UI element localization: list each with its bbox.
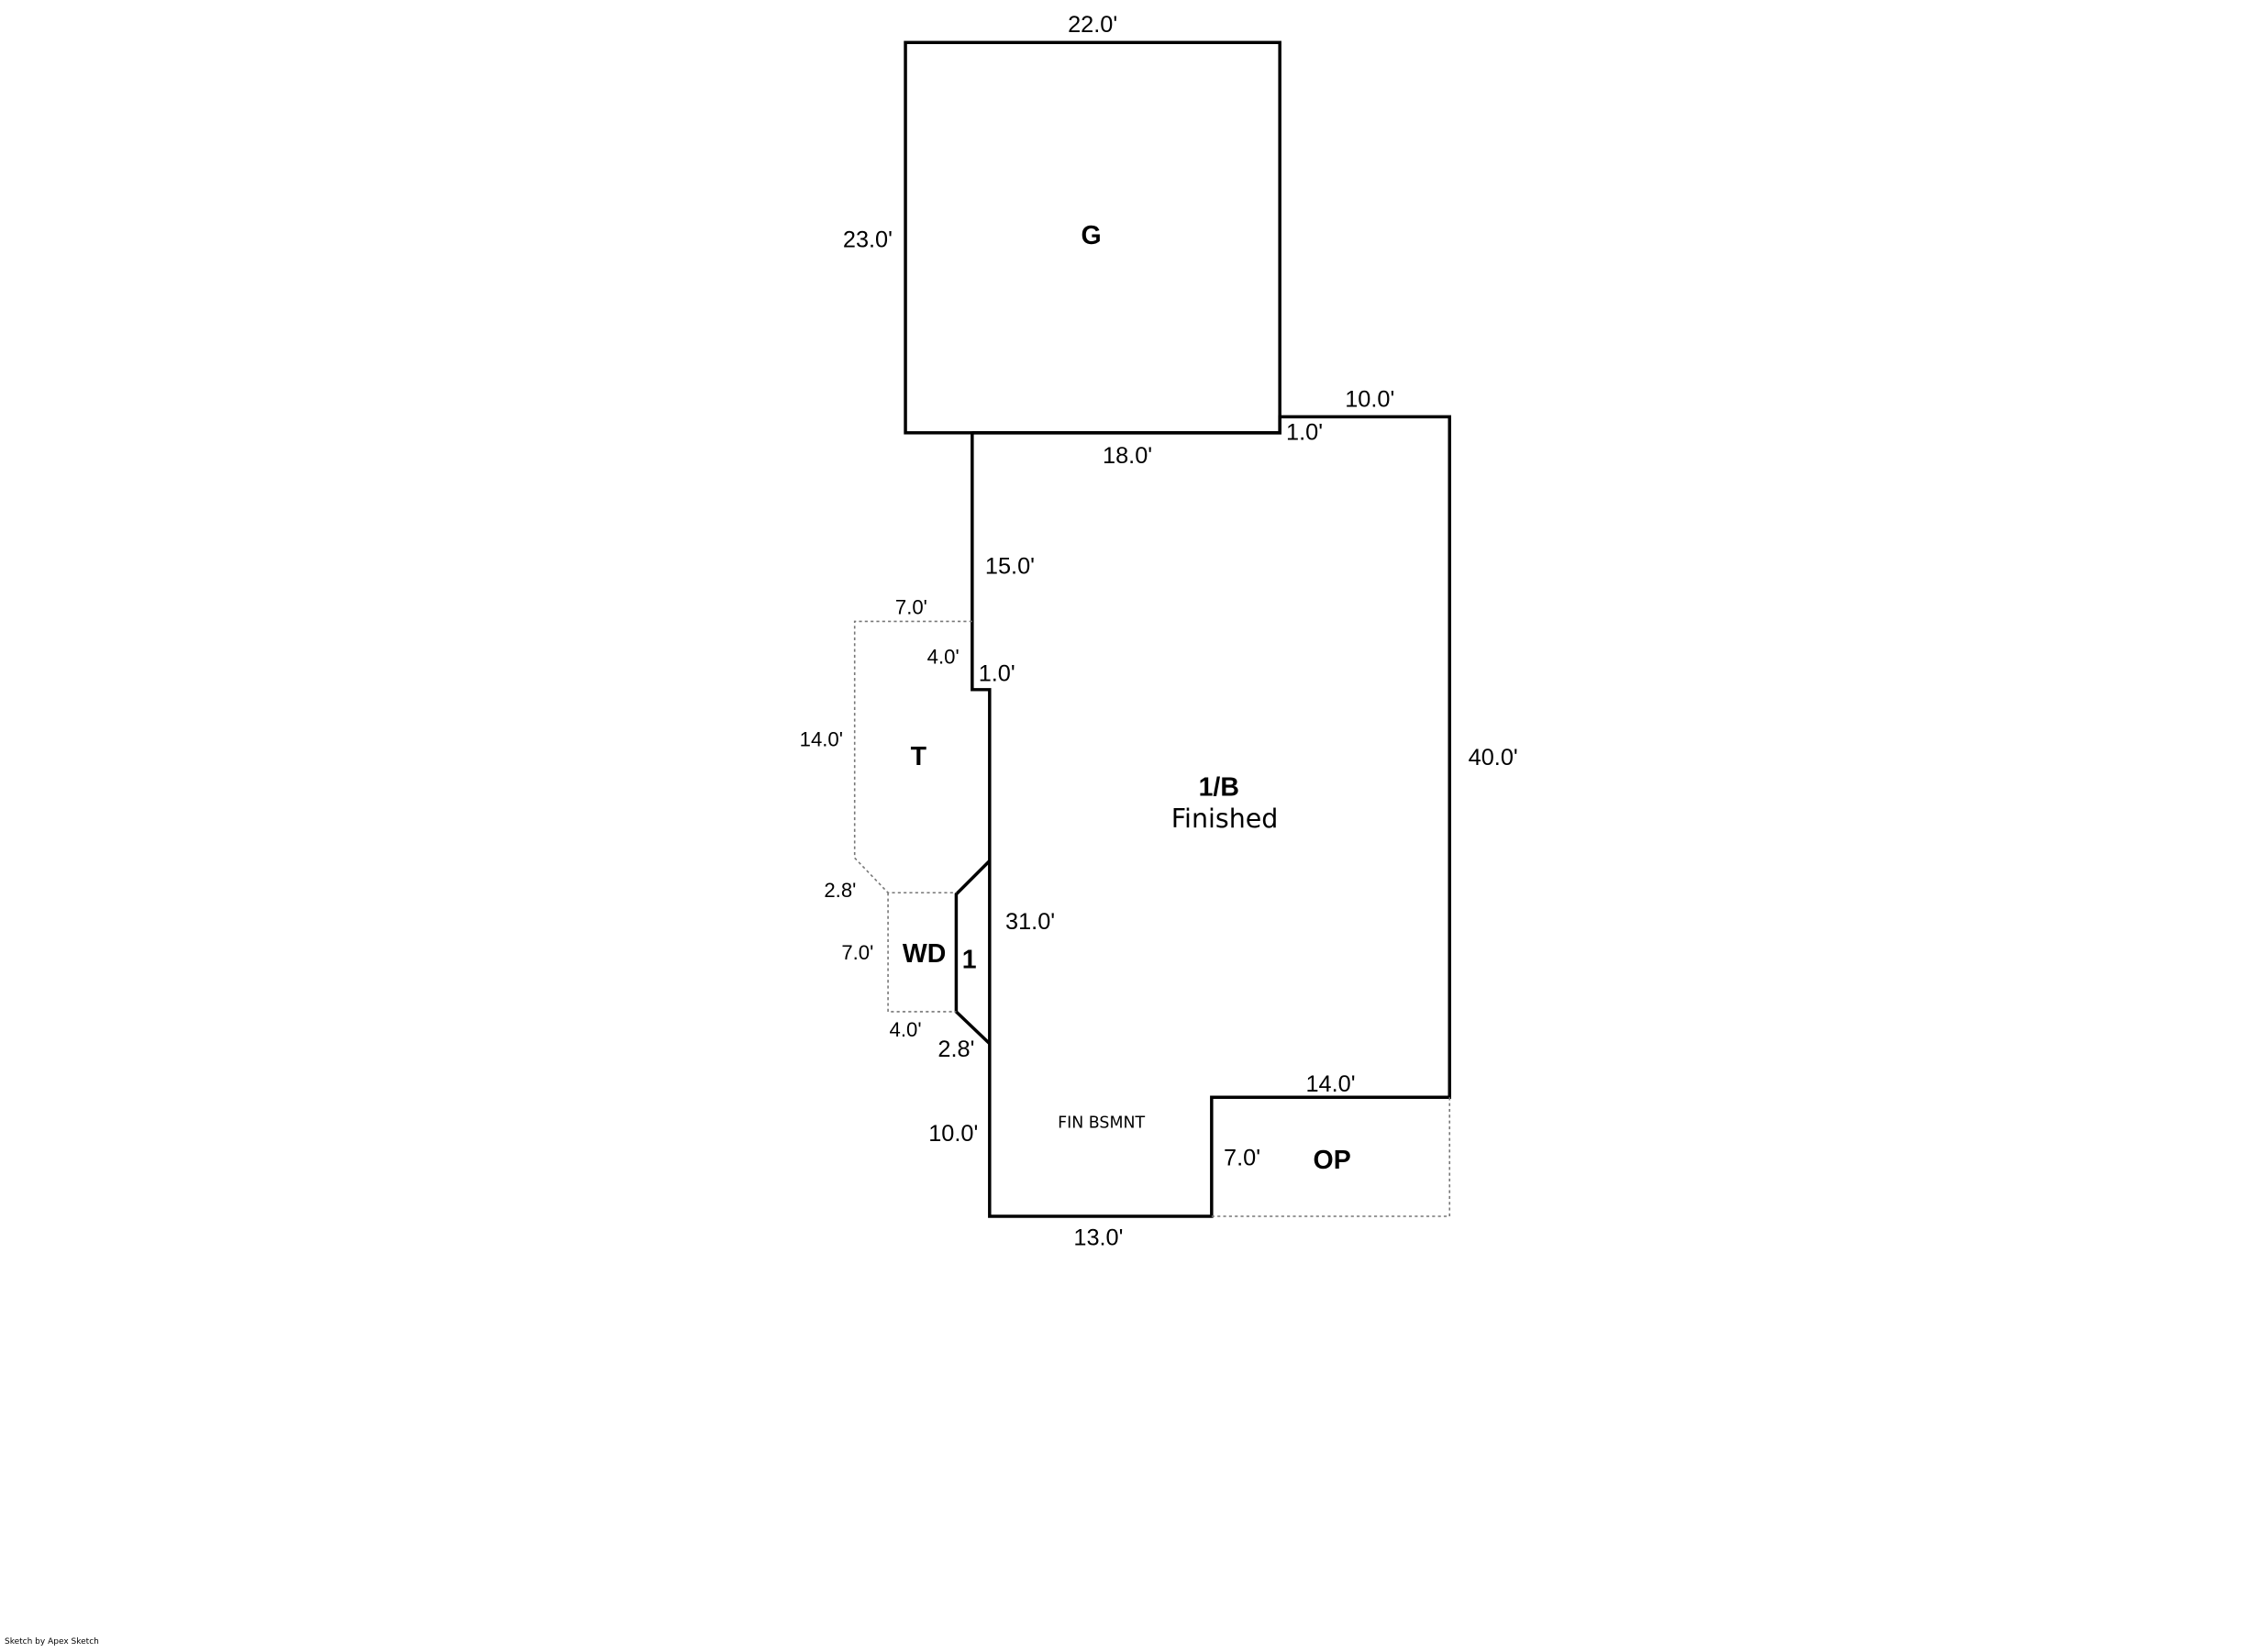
- section-one-label: 1: [962, 946, 977, 975]
- main-sublabel: Finished: [1171, 804, 1279, 834]
- dim-g-top: 22.0': [1068, 12, 1117, 38]
- footer-credit: Sketch by Apex Sketch: [5, 1637, 99, 1646]
- dim-top-right: 10.0': [1345, 386, 1394, 412]
- open-porch-outline: [1211, 1097, 1451, 1217]
- terrace-outline: [853, 620, 972, 894]
- wood-deck-label: WD: [903, 939, 946, 969]
- dim-jog: 1.0': [979, 660, 1015, 686]
- main-outline: [971, 415, 1451, 1218]
- terrace-label: T: [911, 742, 927, 771]
- dim-t-left: 14.0': [800, 727, 843, 750]
- dim-op-left: 7.0': [1224, 1146, 1260, 1171]
- dim-g-left: 23.0': [843, 227, 893, 252]
- dim-t-inner: 4.0': [927, 645, 960, 668]
- section-one-outline: [954, 859, 992, 1046]
- dim-t-top: 7.0': [895, 596, 927, 619]
- dim-left-mid: 31.0': [1005, 909, 1055, 935]
- dim-left-upper: 15.0': [985, 553, 1035, 579]
- dim-t-diag: 2.8': [824, 879, 856, 902]
- dim-g-bottom: 18.0': [1103, 443, 1152, 469]
- dim-step: 1.0': [1286, 420, 1323, 446]
- open-porch-label: OP: [1314, 1146, 1351, 1175]
- dim-right: 40.0': [1469, 745, 1518, 771]
- dim-wd-left: 7.0': [841, 941, 873, 964]
- wood-deck-outline: [887, 893, 957, 1013]
- dim-diag-lower: 2.8': [937, 1037, 974, 1062]
- main-note: FIN BSMNT: [1058, 1114, 1145, 1133]
- main-label: 1/B: [1199, 772, 1239, 802]
- dim-left-lower: 10.0': [928, 1121, 978, 1147]
- dim-wd-bottom: 4.0': [890, 1018, 922, 1041]
- garage-label: G: [1081, 221, 1101, 250]
- dim-op-top: 14.0': [1305, 1071, 1355, 1097]
- dim-bottom: 13.0': [1073, 1225, 1123, 1251]
